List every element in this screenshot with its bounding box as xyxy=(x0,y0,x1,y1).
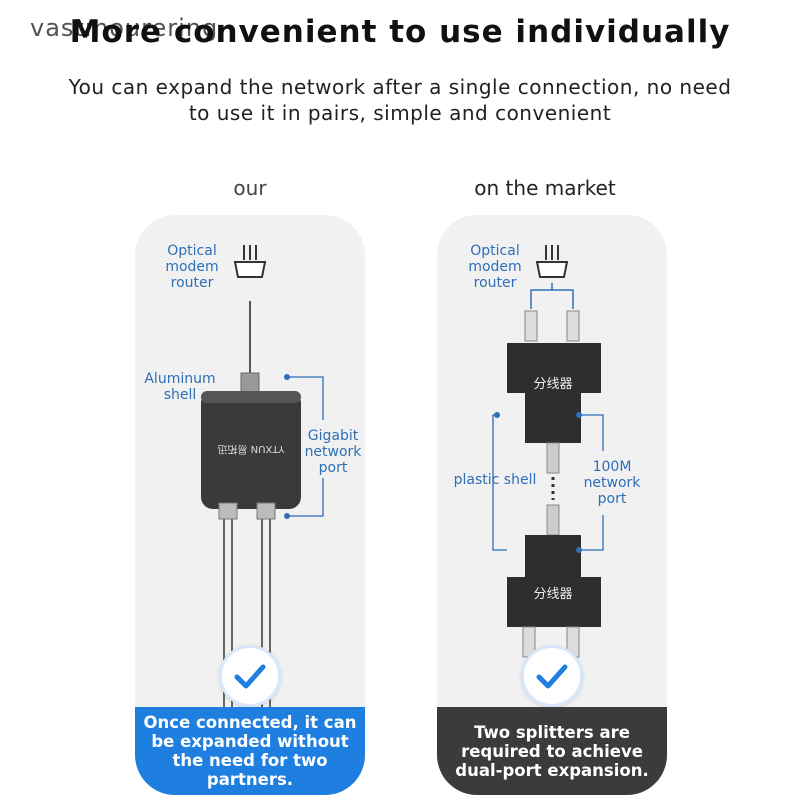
market-product-panel: Optical modem router plastic shell 100M … xyxy=(437,215,667,795)
watermark: vastmourering xyxy=(30,14,219,42)
label-plastic-shell: plastic shell xyxy=(453,472,537,488)
market-caption: Two splitters are required to achieve du… xyxy=(437,707,667,795)
plug-icon xyxy=(535,245,569,278)
checkmark-icon xyxy=(234,664,266,689)
label-optical-modem: Optical modem router xyxy=(165,243,219,291)
right-column-heading: on the market xyxy=(474,176,616,200)
label-100m-port: 100M network port xyxy=(583,459,641,507)
market-product-diagram xyxy=(492,245,604,685)
checkmark-icon xyxy=(536,664,568,689)
our-product-panel: Optical modem router Aluminum shell Giga… xyxy=(135,215,365,795)
our-caption: Once connected, it can be expanded witho… xyxy=(135,707,365,795)
splitter-label-top: 分线器 xyxy=(533,377,573,392)
left-column-heading: our xyxy=(233,176,267,200)
label-optical-modem: Optical modem router xyxy=(468,243,522,291)
checkmark-badge xyxy=(219,645,281,707)
page-subtitle: You can expand the network after a singl… xyxy=(68,75,732,125)
splitter-label-bottom: 分线器 xyxy=(533,587,573,602)
checkmark-badge xyxy=(521,645,583,707)
plug-icon xyxy=(233,245,267,278)
label-aluminum-shell: Aluminum shell xyxy=(144,371,216,403)
page-title: More convenient to use individually xyxy=(69,14,731,50)
device-brand-text: YTXUN 易拓迅 xyxy=(217,443,285,454)
label-gigabit-port: Gigabit network port xyxy=(304,428,362,476)
